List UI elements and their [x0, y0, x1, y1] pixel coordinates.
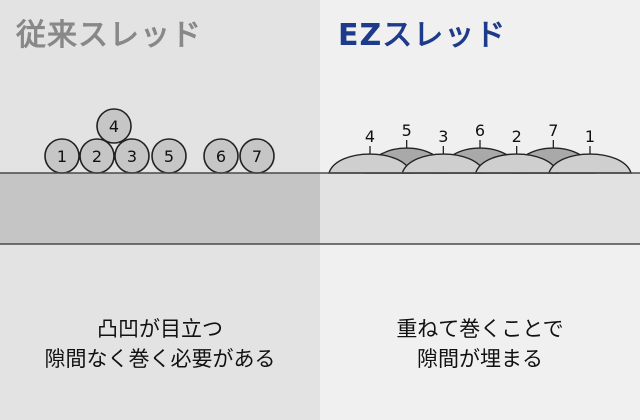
left-caption-line-2: 隙間なく巻く必要がある	[44, 347, 276, 371]
left-caption-line-1: 凸凹が目立つ	[97, 317, 223, 341]
roll-6: 6	[203, 138, 239, 174]
layer-arc	[548, 153, 632, 174]
left-title: 従来スレッド	[16, 18, 202, 53]
right-title: EZスレッド	[338, 18, 507, 53]
roll-label: 4	[109, 117, 119, 136]
roll-7: 7	[239, 138, 275, 174]
right-base-band	[320, 173, 640, 244]
layer-label: 6	[475, 121, 485, 140]
roll-circle	[96, 108, 132, 144]
roll-label: 7	[252, 147, 262, 166]
roll-label: 6	[216, 147, 226, 166]
layer-1: 1	[548, 127, 632, 174]
roll-label: 2	[92, 147, 102, 166]
layer-label: 4	[365, 127, 375, 146]
roll-label: 3	[127, 147, 137, 166]
roll-3: 3	[114, 138, 150, 174]
roll-label: 1	[57, 147, 67, 166]
right-caption-line-2: 隙間が埋まる	[417, 347, 543, 371]
layer-label: 1	[585, 127, 595, 146]
right-layer-group: 5 6 7 4 3 2 1	[328, 121, 632, 174]
roll-4: 4	[96, 108, 132, 144]
layer-label: 7	[548, 121, 558, 140]
left-caption: 凸凹が目立つ 隙間なく巻く必要がある	[0, 314, 320, 374]
layer-label: 3	[438, 127, 448, 146]
roll-label: 5	[164, 147, 174, 166]
right-caption-line-1: 重ねて巻くことで	[396, 317, 564, 341]
layer-4: 4	[328, 127, 412, 174]
layer-label: 2	[512, 127, 522, 146]
left-roll-group: 1 2 3 5 6 7 4	[44, 108, 275, 174]
layer-label: 5	[402, 121, 412, 140]
roll-5: 5	[151, 138, 187, 174]
roll-1: 1	[44, 138, 80, 174]
left-base-band	[0, 173, 320, 244]
roll-2: 2	[79, 138, 115, 174]
right-caption: 重ねて巻くことで 隙間が埋まる	[320, 314, 640, 374]
